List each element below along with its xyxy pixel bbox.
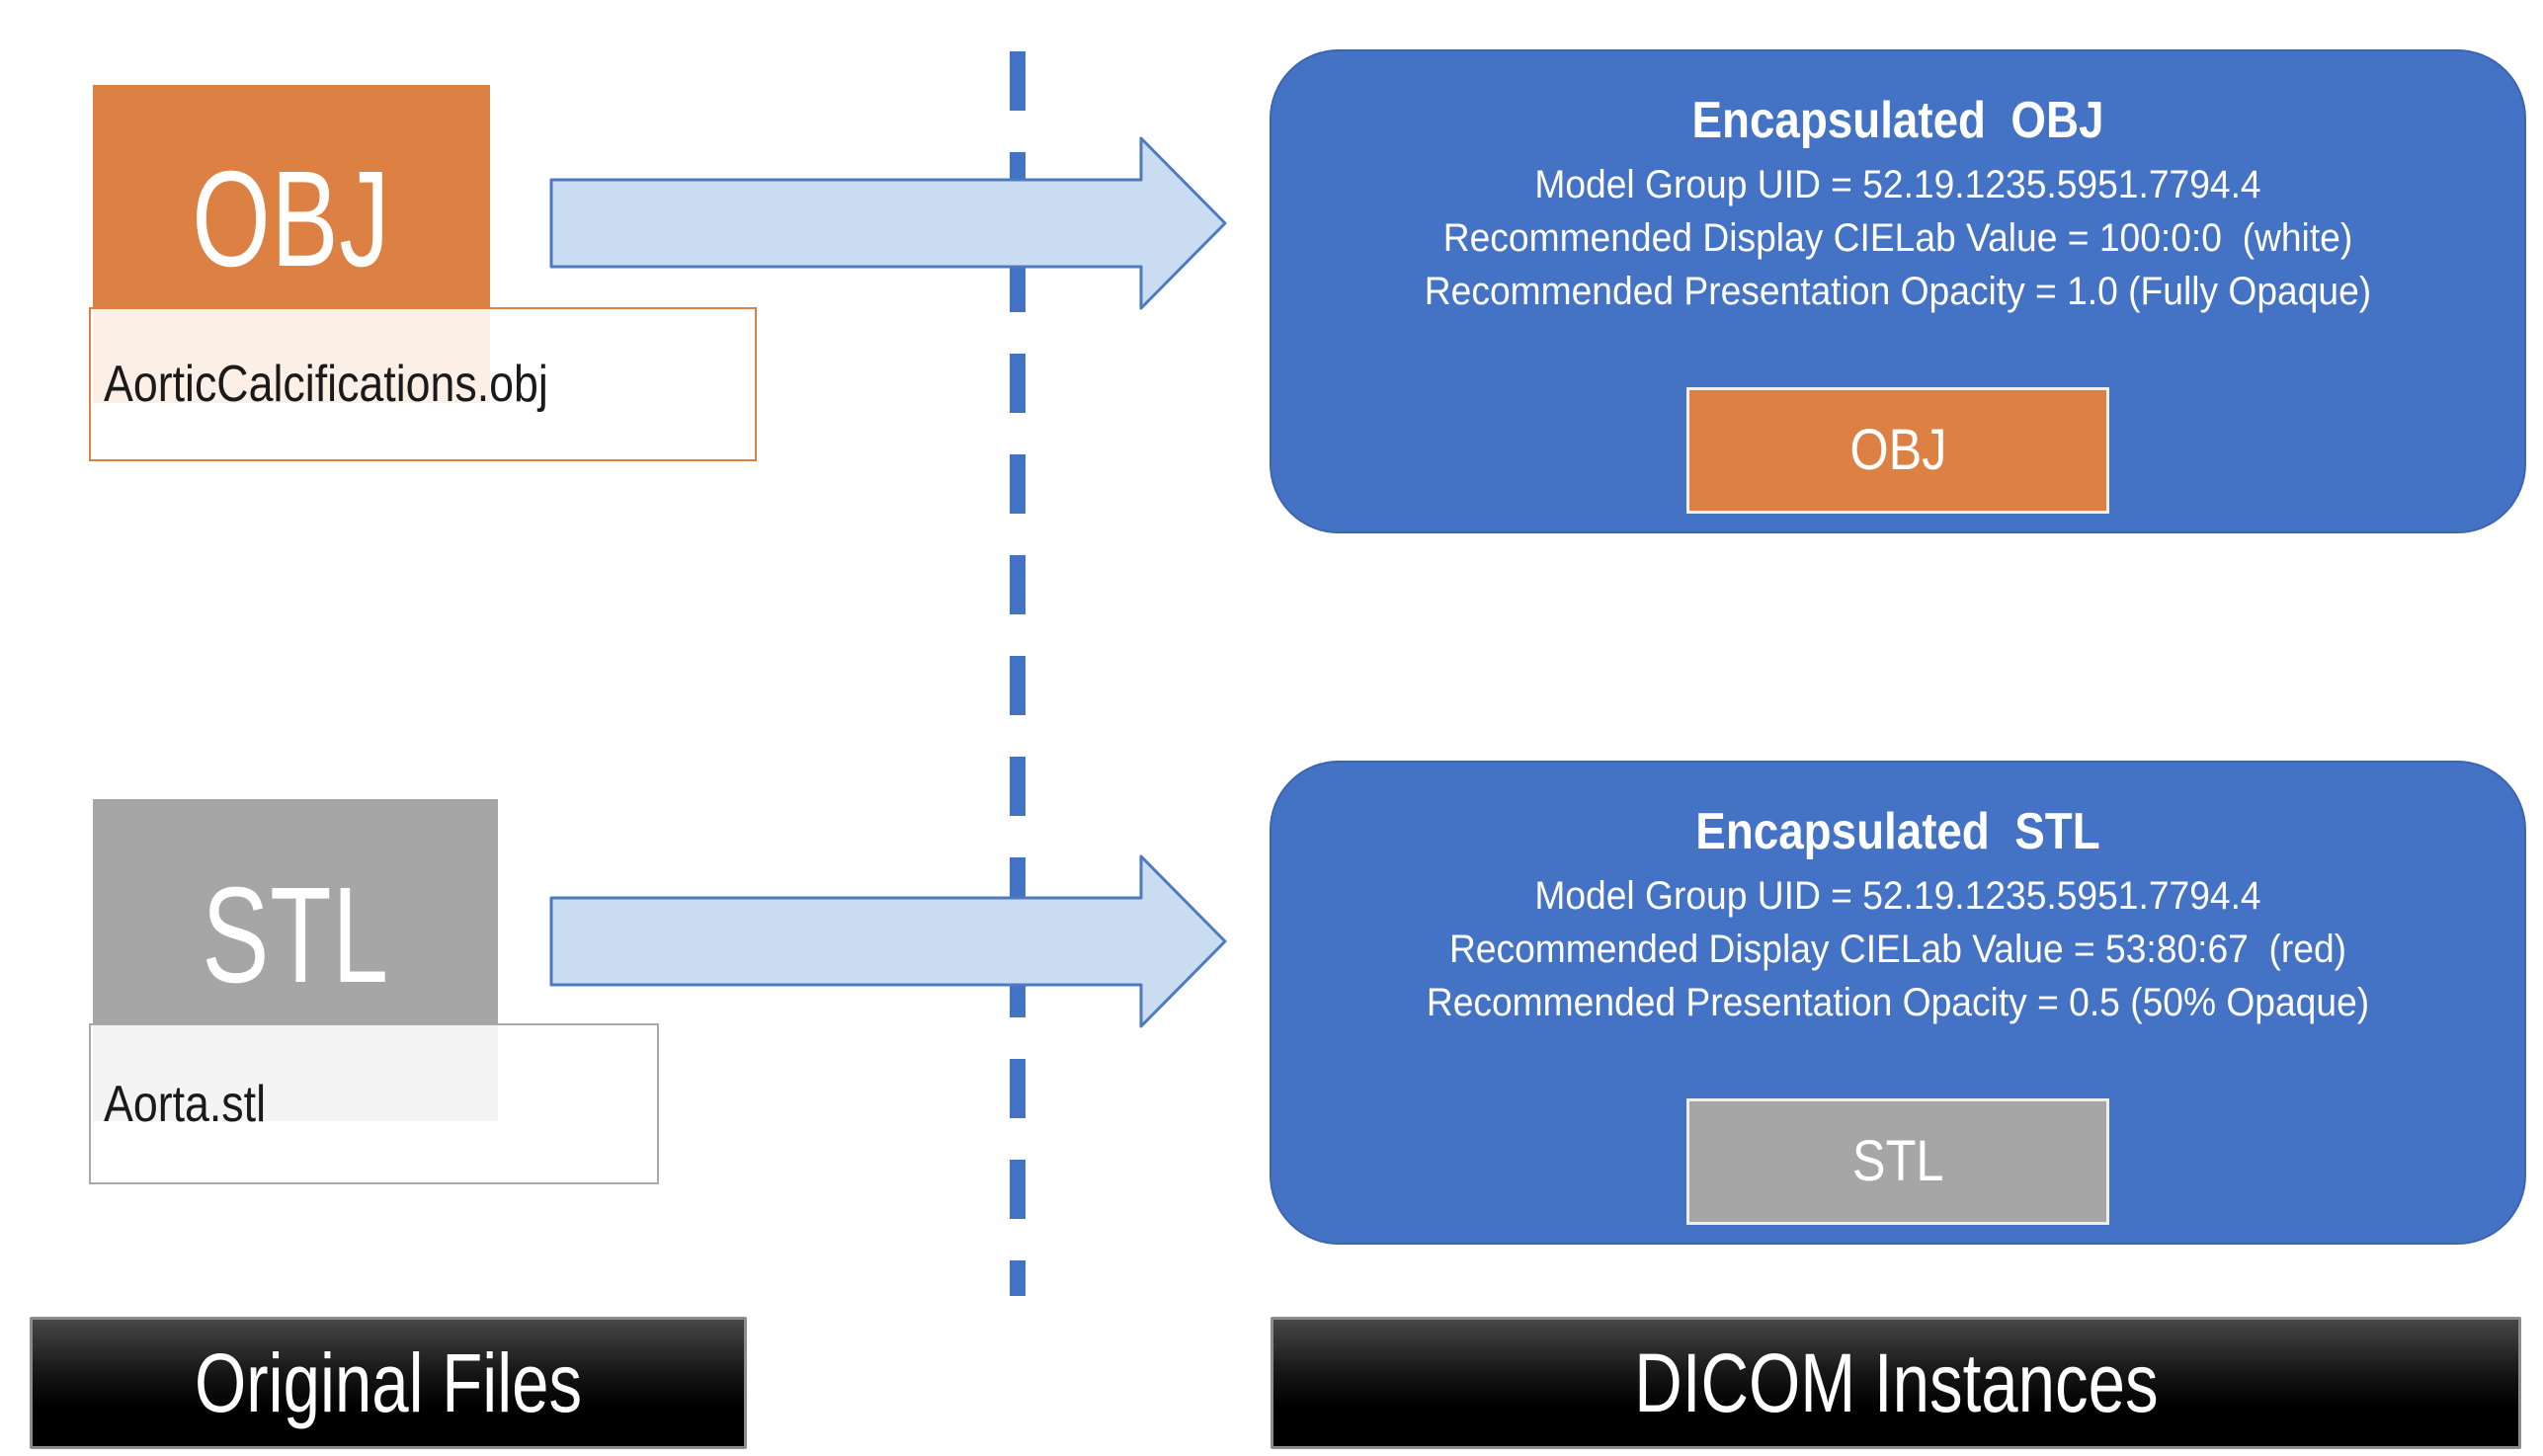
encapsulated-obj-card: Encapsulated OBJ Model Group UID = 52.19…: [1270, 49, 2526, 533]
stl-format-badge-label: STL: [1851, 1129, 1944, 1193]
encapsulated-stl-details: Model Group UID = 52.19.1235.5951.7794.4…: [1272, 869, 2524, 1029]
obj-source-label: OBJ: [192, 143, 391, 295]
original-files-banner: Original Files: [30, 1317, 747, 1449]
obj-presentation-opacity-line: Recommended Presentation Opacity = 1.0 (…: [1424, 270, 2372, 313]
dicom-instances-banner: DICOM Instances: [1271, 1317, 2521, 1449]
divider-dashed-line: [1010, 51, 1025, 1296]
obj-filename-text: AorticCalcifications.obj: [104, 356, 548, 413]
obj-format-badge-label: OBJ: [1848, 418, 1947, 482]
stl-cielab-value-line: Recommended Display CIELab Value = 53:80…: [1448, 928, 2347, 971]
encapsulated-stl-card: Encapsulated STL Model Group UID = 52.19…: [1270, 761, 2526, 1245]
stl-format-badge: STL: [1686, 1098, 2109, 1225]
obj-format-badge: OBJ: [1686, 387, 2109, 514]
original-files-banner-label: Original Files: [194, 1336, 583, 1429]
encapsulated-obj-details: Model Group UID = 52.19.1235.5951.7794.4…: [1272, 158, 2524, 318]
obj-cielab-value-line: Recommended Display CIELab Value = 100:0…: [1442, 216, 2353, 260]
obj-to-dicom-arrow-icon: [549, 136, 1227, 310]
encapsulated-stl-title: Encapsulated STL: [1695, 803, 2100, 860]
stl-filename-text: Aorta.stl: [104, 1075, 267, 1133]
obj-model-group-uid-line: Model Group UID = 52.19.1235.5951.7794.4: [1534, 163, 2261, 206]
stl-to-dicom-arrow-icon: [549, 854, 1227, 1028]
encapsulated-obj-title: Encapsulated OBJ: [1691, 92, 2104, 149]
stl-filename-box: Aorta.stl: [89, 1023, 659, 1184]
obj-filename-box: AorticCalcifications.obj: [89, 307, 757, 461]
stl-presentation-opacity-line: Recommended Presentation Opacity = 0.5 (…: [1426, 981, 2370, 1024]
dicom-instances-banner-label: DICOM Instances: [1633, 1336, 2159, 1429]
stl-model-group-uid-line: Model Group UID = 52.19.1235.5951.7794.4: [1534, 874, 2261, 918]
stl-source-label: STL: [202, 859, 389, 1011]
